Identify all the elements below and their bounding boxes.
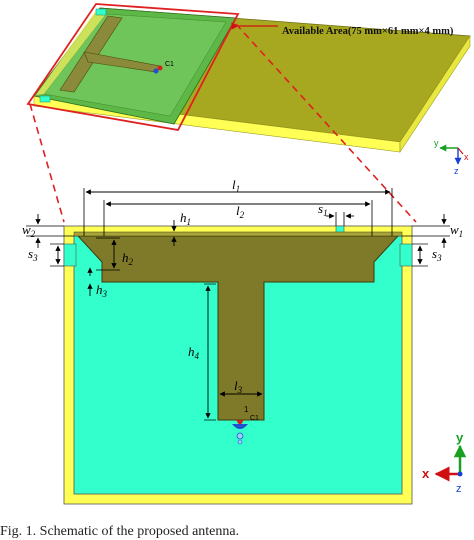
- axis-x-top: x: [464, 152, 469, 162]
- zoom-line-left: [29, 103, 65, 223]
- dim-w1: w1: [402, 214, 463, 248]
- axis-y-top: y: [434, 138, 439, 148]
- dim-l2: l2: [103, 200, 373, 236]
- svg-text:h2: h2: [122, 250, 134, 267]
- dim-s3-right: s3: [412, 243, 442, 267]
- dim-h3: h3: [87, 267, 108, 299]
- axis-triad-top: y x z: [434, 138, 469, 176]
- axis-x-bottom: x: [422, 466, 430, 481]
- dim-l3: l3: [219, 378, 263, 397]
- svg-text:w1: w1: [450, 222, 463, 239]
- top-view: 1 C1 l1 l2 s1 h1: [22, 177, 467, 505]
- figure-caption: Fig. 1. Schematic of the proposed antenn…: [0, 524, 240, 539]
- svg-text:s3: s3: [432, 246, 442, 263]
- dim-h4: h4: [188, 283, 216, 421]
- board-right-edge: [399, 35, 471, 153]
- svg-text:s3: s3: [28, 246, 38, 263]
- dim-w2: w2: [22, 214, 74, 248]
- available-area-label: Available Area(75 mm×61 mm×4 mm): [282, 26, 454, 37]
- board-3d: C1 y x z: [33, 7, 471, 176]
- port-label: 1: [244, 405, 249, 414]
- svg-text:l1: l1: [232, 177, 240, 194]
- dim-h1: h1: [171, 210, 191, 246]
- cap-label-3d: C1: [165, 61, 174, 68]
- t-antenna: [76, 235, 400, 421]
- zoom-line-right: [235, 23, 417, 223]
- svg-text:h4: h4: [188, 344, 200, 361]
- axis-y-bottom: y: [456, 430, 464, 445]
- axis-triad-bottom: y x z: [422, 430, 467, 495]
- svg-text:s1: s1: [318, 201, 328, 218]
- dim-l1: l1: [83, 177, 393, 236]
- svg-text:l3: l3: [234, 378, 243, 395]
- svg-text:w2: w2: [22, 222, 36, 239]
- dim-s1: s1: [318, 201, 354, 226]
- svg-text:h3: h3: [96, 282, 108, 299]
- dim-s3-left: s3: [28, 243, 64, 267]
- axis-z-top: z: [454, 166, 459, 176]
- axis-z-bottom: z: [456, 483, 462, 495]
- dim-h2: h2: [96, 237, 134, 271]
- callout-frame: [26, 3, 240, 131]
- svg-text:l2: l2: [236, 203, 245, 220]
- svg-text:h1: h1: [180, 210, 191, 227]
- cap-label: C1: [250, 415, 259, 422]
